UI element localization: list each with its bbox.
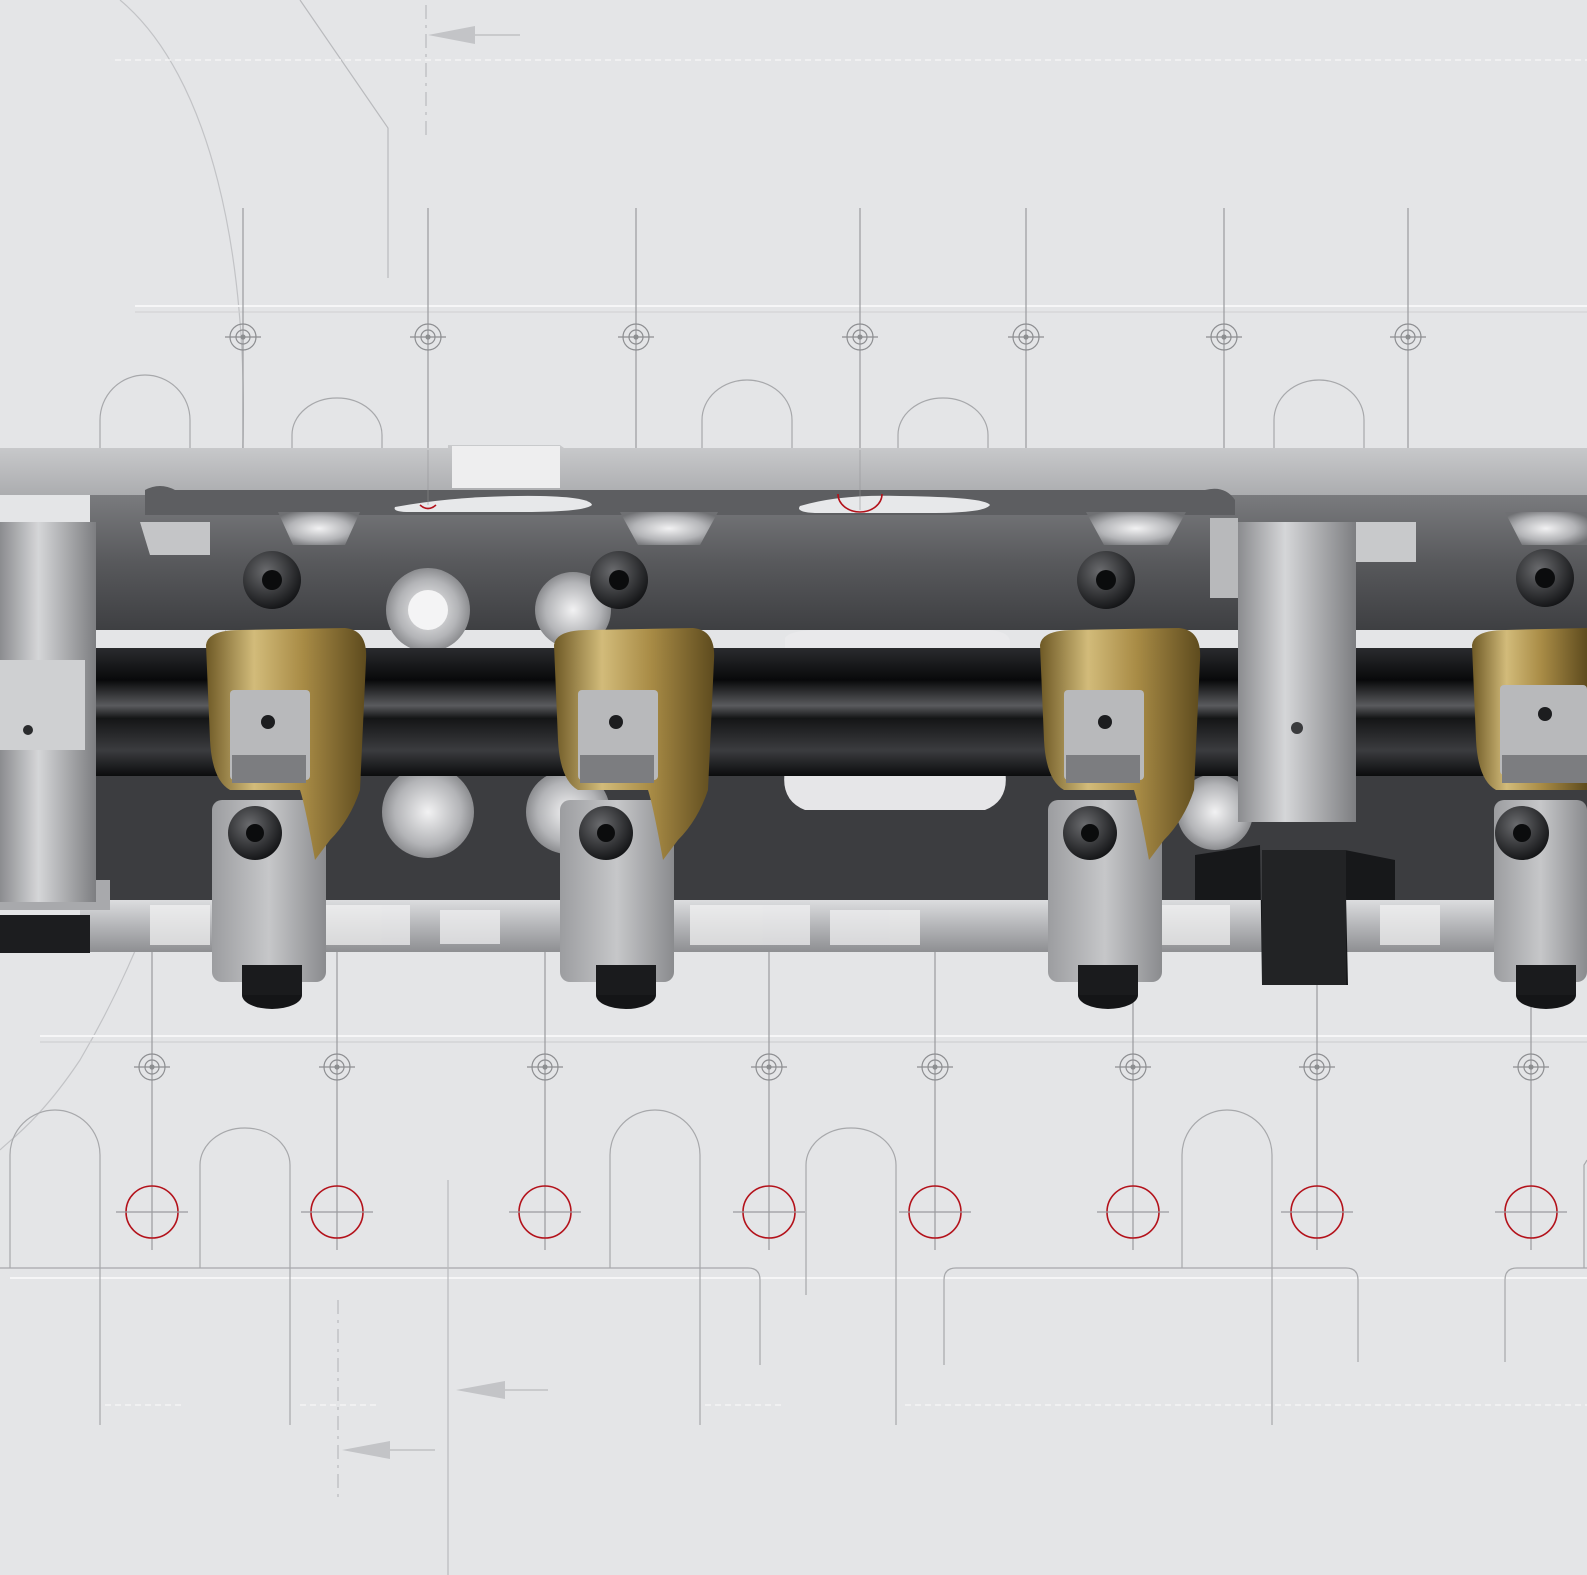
rocker-arm-4	[1472, 549, 1587, 1009]
top-target-symbols	[225, 323, 1426, 351]
red-crosshair-circles	[116, 1185, 1567, 1239]
bottom-valve-arches	[0, 1109, 1587, 1425]
top-valve-arches	[99, 374, 1365, 450]
bottom-target-symbols	[134, 1053, 1549, 1081]
countersinks	[278, 512, 1587, 545]
rocker-arm-1	[206, 551, 367, 1009]
top-datum-lines	[242, 208, 1409, 450]
rocker-arm-3	[1040, 551, 1201, 1009]
rocker-arm-2	[554, 551, 715, 1009]
rocker-assembly	[0, 445, 1587, 1009]
overlay-datum-lines	[427, 450, 861, 510]
base-machining-marks	[150, 905, 1440, 945]
center-bearing-block	[1195, 518, 1416, 985]
bottom-datum-lines	[151, 950, 1532, 1250]
